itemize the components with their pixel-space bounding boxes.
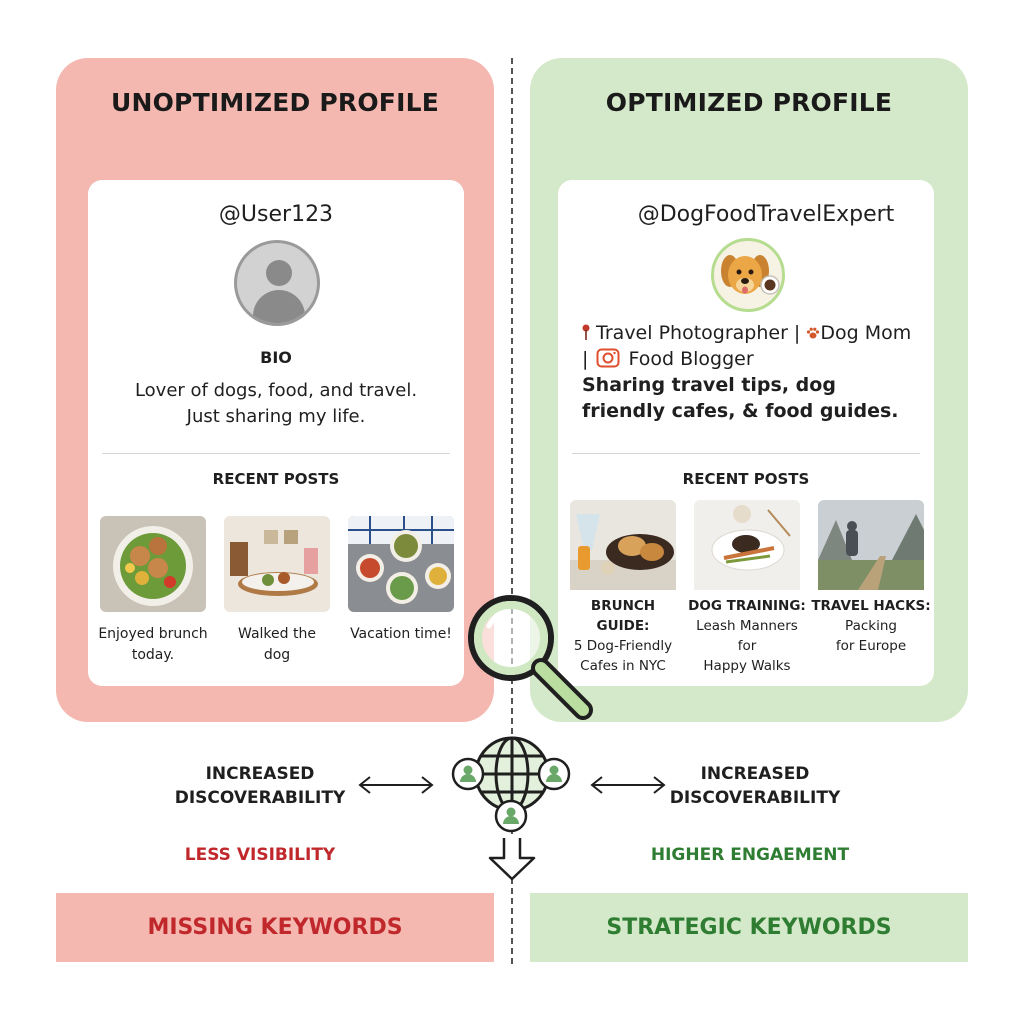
double-arrow-icon (588, 774, 668, 796)
post-thumbnail-travel-hacks[interactable] (818, 500, 924, 596)
paw-icon (806, 326, 820, 340)
bio-line: | Food Blogger (582, 348, 754, 370)
recent-posts-label: RECENT POSTS (682, 470, 810, 488)
double-arrow-icon (356, 774, 436, 796)
unoptimized-profile-panel: UNOPTIMIZED PROFILE @User123 BIO Lover o… (56, 58, 494, 722)
panel-title: UNOPTIMIZED PROFILE (110, 88, 439, 117)
bio-label: BIO (260, 348, 292, 367)
discoverability-label-left: INCREASED DISCOVERABILITY (174, 764, 346, 808)
magnifier-icon (455, 582, 605, 732)
post-thumbnail-brunch[interactable] (100, 516, 206, 612)
bio-line: Travel Photographer | Dog Mom (582, 320, 922, 346)
separator (572, 453, 920, 454)
profile-card: @DogFoodTravelExpert Travel Photographer… (558, 180, 934, 686)
camera-icon (596, 348, 620, 368)
post-thumbnail-dog-walk[interactable] (224, 516, 330, 612)
default-avatar-icon (234, 240, 320, 326)
outcome-higher-engagement: HIGHER ENGAEMENT (650, 845, 850, 865)
dog-avatar-icon (711, 238, 785, 312)
profile-handle: @DogFoodTravelExpert (637, 202, 895, 227)
post-caption: TRAVEL HACKS: Packing for Europe (811, 598, 931, 654)
down-arrow-icon (484, 836, 540, 882)
recent-posts-label: RECENT POSTS (212, 470, 340, 488)
post-thumbnail-dog-training[interactable] (694, 500, 800, 596)
separator (102, 453, 450, 454)
pin-icon (582, 324, 590, 340)
discoverability-label-right: INCREASED DISCOVERABILITY (669, 764, 841, 808)
bio-keywords: Sharing travel tips, dog friendly cafes,… (582, 374, 899, 422)
profile-handle: @User123 (218, 202, 334, 227)
post-caption: Walked the dog (238, 626, 316, 663)
center-divider (511, 58, 513, 964)
bio-text: Lover of dogs, food, and travel. Just sh… (134, 380, 418, 427)
globe-network-icon (448, 728, 578, 836)
outcome-less-visibility: LESS VISIBILITY (184, 845, 336, 865)
post-thumbnail-brunch-guide[interactable] (570, 500, 676, 596)
post-caption: Vacation time! (350, 626, 452, 642)
profile-card: @User123 BIO Lover of dogs, food, and tr… (88, 180, 464, 686)
panel-title: OPTIMIZED PROFILE (605, 88, 893, 117)
post-caption: DOG TRAINING: Leash Manners for Happy Wa… (688, 598, 806, 674)
strategic-keywords-bar: STRATEGIC KEYWORDS (530, 893, 968, 962)
post-caption: BRUNCH GUIDE: 5 Dog-Friendly Cafes in NY… (573, 598, 673, 674)
missing-keywords-bar: MISSING KEYWORDS (56, 893, 494, 962)
optimized-profile-panel: OPTIMIZED PROFILE @DogFoodTravelExpert T… (530, 58, 968, 722)
post-thumbnail-vacation[interactable] (348, 516, 454, 612)
post-caption: Enjoyed brunch today. (98, 626, 208, 663)
